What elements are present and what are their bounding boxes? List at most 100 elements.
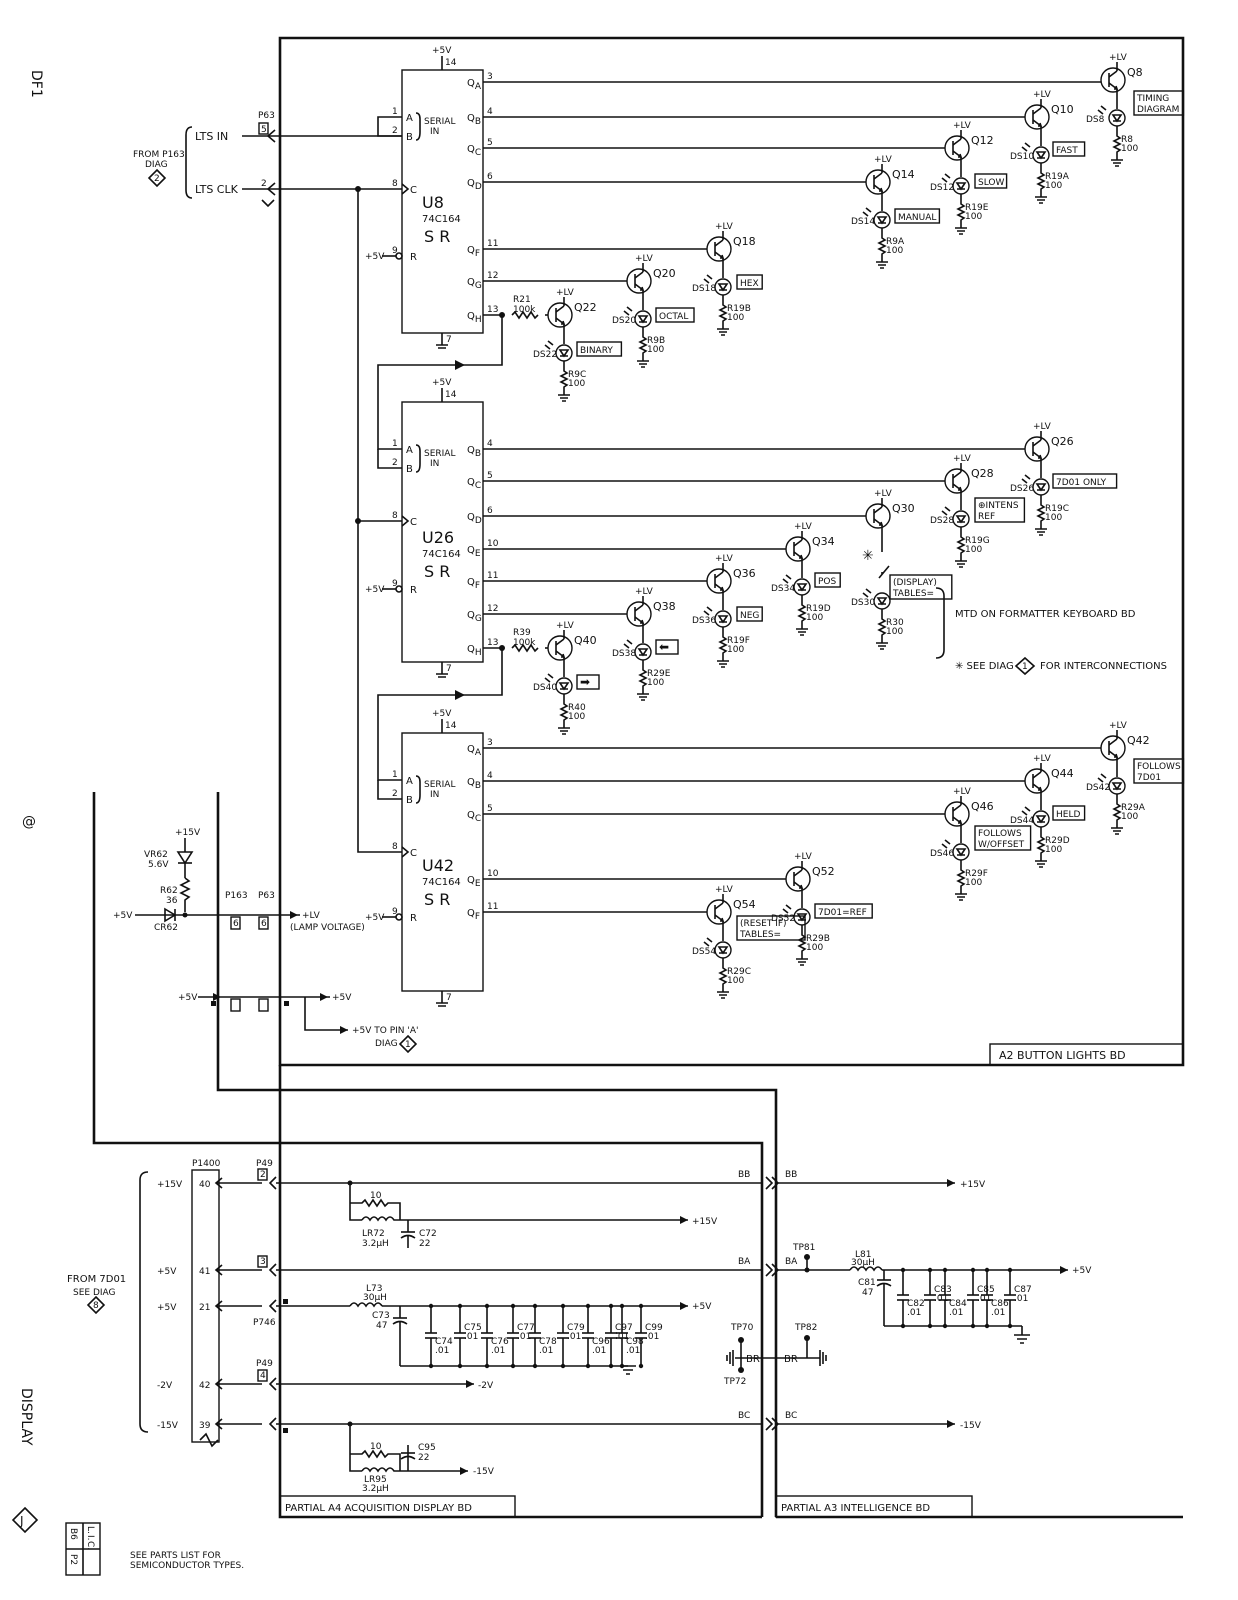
pin-a-label: A bbox=[406, 445, 413, 456]
diode-symbol bbox=[637, 648, 649, 657]
rail-output-label: +15V bbox=[960, 1180, 986, 1190]
chip-part: 74C164 bbox=[422, 549, 461, 560]
plus5v-in-2: +5V bbox=[178, 993, 198, 1003]
wire bbox=[952, 471, 962, 479]
resistor-ref: R19A bbox=[1045, 172, 1070, 182]
lamp-label-arrow: ➡ bbox=[580, 675, 590, 689]
transistor-symbol bbox=[706, 899, 732, 925]
chip-vcc-pin: 14 bbox=[445, 390, 457, 400]
resistor-ref: R19C bbox=[1045, 504, 1069, 514]
serial-in-label: IN bbox=[430, 127, 439, 137]
wire bbox=[555, 317, 565, 325]
wire bbox=[634, 604, 644, 612]
resistor-symbol bbox=[1112, 794, 1122, 828]
connector-arrow bbox=[268, 1176, 277, 1190]
p49-label: P49 bbox=[256, 1159, 273, 1169]
base-resistor-symbol bbox=[511, 310, 539, 320]
capacitor-value: .01 bbox=[539, 1346, 553, 1356]
plus-lv-label: +LV bbox=[556, 621, 575, 631]
lamp-symbol bbox=[555, 677, 573, 695]
rail-pin: 42 bbox=[199, 1381, 210, 1391]
junction-dot bbox=[984, 1323, 990, 1329]
chip-vcc-pin: 14 bbox=[445, 721, 457, 731]
capacitor-c75: C75.01 bbox=[454, 1303, 482, 1369]
wire bbox=[714, 239, 724, 247]
lamp-label-box bbox=[814, 903, 873, 919]
wire bbox=[793, 539, 803, 547]
bus-label-a3: BA bbox=[785, 1257, 798, 1267]
l73-value: 30μH bbox=[363, 1293, 387, 1303]
resistor-ref: R19E bbox=[965, 203, 989, 213]
resistor-ref: R9C bbox=[568, 370, 586, 380]
wire bbox=[952, 816, 962, 824]
output-pin-number: 6 bbox=[487, 172, 493, 182]
output-pin-number: 4 bbox=[487, 439, 493, 449]
lamp-label: 7D01 ONLY bbox=[1056, 478, 1107, 488]
lamp-label-arrow: ⬅ bbox=[659, 640, 669, 654]
r62-value: 36 bbox=[166, 896, 178, 906]
ground-symbol bbox=[436, 344, 448, 349]
wire bbox=[952, 804, 962, 812]
serial-label: SERIAL bbox=[424, 449, 455, 459]
wire bbox=[1108, 82, 1118, 90]
tp82-label: TP82 bbox=[794, 1323, 817, 1333]
p49-label-2: P49 bbox=[256, 1359, 273, 1369]
plus-lv-label: +LV bbox=[874, 155, 893, 165]
asterisk-mark: ✳ bbox=[862, 548, 874, 564]
wire bbox=[1032, 439, 1042, 447]
transistor-label: Q22 bbox=[574, 301, 597, 314]
light-rays bbox=[1021, 806, 1031, 816]
rail-pin: 41 bbox=[199, 1267, 210, 1277]
lamp-ds-label: DS22 bbox=[533, 350, 557, 360]
capacitor-ref: C77 bbox=[517, 1323, 535, 1333]
lic-c: C. bbox=[85, 1541, 95, 1550]
capacitor-ref: C99 bbox=[645, 1323, 663, 1333]
resistor-symbol bbox=[1112, 126, 1122, 160]
transistor-label: Q26 bbox=[1051, 435, 1074, 448]
serial-in-label: IN bbox=[430, 790, 439, 800]
output-qb: QB bbox=[467, 113, 481, 127]
output-qa: QA bbox=[467, 744, 482, 758]
lamp-symbol bbox=[1108, 109, 1126, 127]
lamp-symbol bbox=[952, 510, 970, 528]
wire bbox=[714, 251, 724, 259]
lamp-label: 7D01=REF bbox=[818, 908, 867, 918]
rail-voltage-label: +5V bbox=[157, 1267, 177, 1277]
rail-output-label: -15V bbox=[960, 1421, 982, 1431]
plus-lv-label: +LV bbox=[953, 121, 972, 131]
capacitor-c78: C78.01 bbox=[529, 1303, 557, 1369]
capacitor-c85: C85.01 bbox=[967, 1267, 995, 1329]
resistor-ref: R9A bbox=[886, 237, 905, 247]
serial-brace bbox=[415, 775, 421, 804]
transistor-label: Q14 bbox=[892, 168, 915, 181]
ground-symbol bbox=[796, 958, 808, 966]
pin-number: 8 bbox=[392, 179, 398, 189]
plus-lv-label: +LV bbox=[715, 885, 734, 895]
resistor-symbol bbox=[718, 627, 728, 661]
ground-symbol bbox=[436, 1002, 448, 1007]
resistor-symbol bbox=[877, 228, 887, 262]
wire bbox=[1108, 750, 1118, 758]
capacitor-ref: C74 bbox=[435, 1337, 453, 1347]
resistor-ref: R19G bbox=[965, 536, 990, 546]
ground-symbol bbox=[876, 642, 888, 650]
rail-pin: 39 bbox=[199, 1421, 211, 1431]
transistor-symbol bbox=[706, 236, 732, 262]
lamp-ds-label: DS20 bbox=[612, 316, 636, 326]
transistor-label: Q12 bbox=[971, 134, 994, 147]
light-rays bbox=[1021, 474, 1031, 484]
c95-label: C95 bbox=[418, 1443, 436, 1453]
lts-in-label: LTS IN bbox=[195, 130, 228, 143]
pin-b-label: B bbox=[406, 795, 413, 806]
side-label-at: @ bbox=[22, 814, 36, 830]
ground-symbol bbox=[1111, 827, 1123, 835]
capacitor-value: .01 bbox=[949, 1308, 963, 1318]
to-pin-a-label: +5V TO PIN 'A' bbox=[352, 1026, 419, 1036]
output-pin-number: 11 bbox=[487, 902, 498, 912]
resistor-value: 100 bbox=[568, 712, 585, 722]
capacitor-c96: C96.01 bbox=[582, 1303, 610, 1369]
